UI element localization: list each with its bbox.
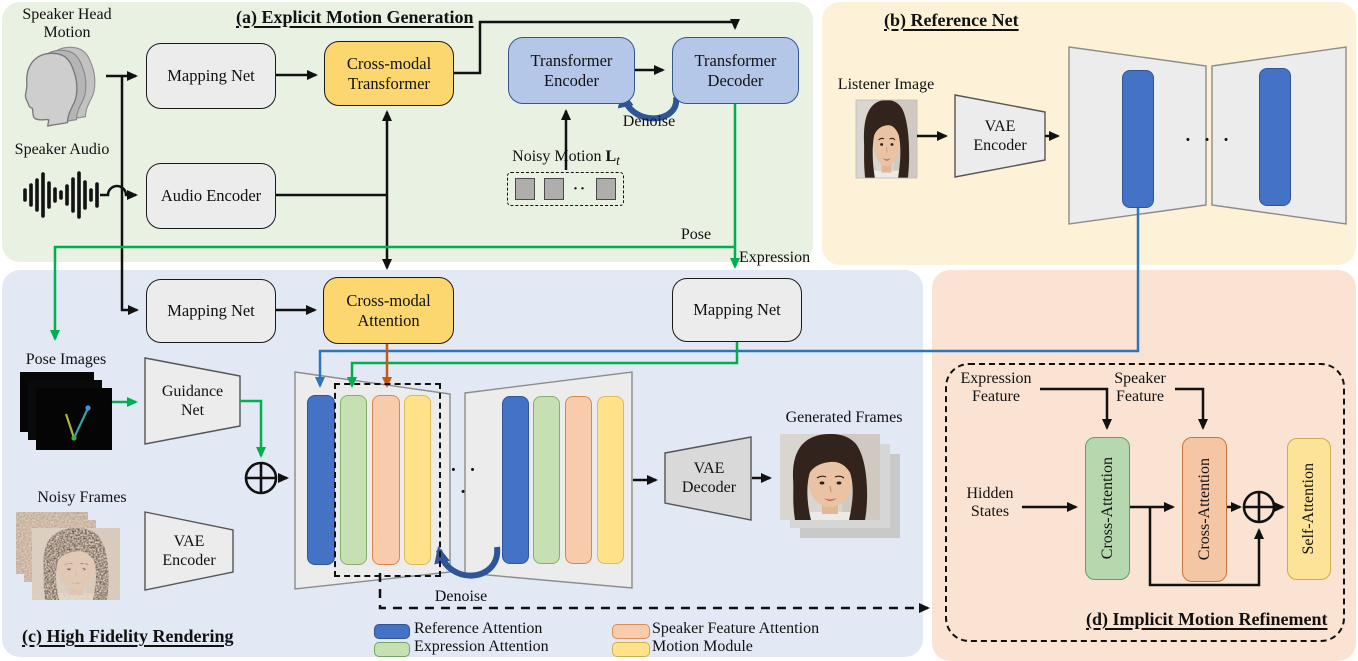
generated-frames-stack — [780, 434, 900, 538]
sum-operator-d — [1242, 490, 1276, 524]
speaker-feature-attention-bar — [565, 396, 592, 564]
refined-attention-dashed-box — [334, 383, 441, 577]
motion-module-bar — [597, 396, 624, 564]
vae-decoder-shape — [664, 436, 752, 521]
mapping-net-box-c-left: Mapping Net — [146, 279, 276, 343]
denoise-label-c: Denoise — [434, 588, 488, 605]
panel-c-title: (c) High Fidelity Rendering — [22, 626, 234, 646]
motion-token — [596, 178, 617, 200]
cross-attention-speaker-box: Cross-Attention — [1182, 437, 1227, 582]
mapping-net-box-a: Mapping Net — [146, 43, 276, 109]
expression-label: Expression — [739, 249, 811, 266]
vae-encoder-b-shape — [954, 94, 1046, 178]
panel-implicit-motion-refinement — [932, 270, 1356, 661]
panel-d-title: (d) Implicit Motion Refinement — [1086, 609, 1328, 629]
ellipsis: ·· — [573, 180, 588, 197]
motion-token — [515, 178, 535, 200]
wire-reference-feature — [315, 206, 1140, 388]
speaker-feature-attention-bar — [372, 395, 400, 565]
denoise-arc-c — [434, 546, 501, 579]
wire-hidden-states-dashed — [378, 573, 930, 613]
legend-label-reference: Reference Attention — [414, 620, 543, 637]
speaker-audio-waveform-icon — [23, 171, 99, 219]
black-wires — [100, 19, 1285, 587]
ellipsis-b: · · · — [1184, 130, 1234, 151]
panel-b-title: (b) Reference Net — [884, 10, 1019, 30]
reference-attention-bar — [307, 395, 335, 565]
noisy-motion-tokens: ·· — [507, 172, 624, 206]
expression-attention-bar — [533, 396, 560, 564]
noisy-frames-stack — [16, 512, 120, 600]
implicit-motion-refinement-dashed-border — [945, 363, 1345, 642]
listener-image-photo — [855, 99, 918, 179]
legend-swatch-speaker-feature — [612, 624, 650, 639]
guidance-net-shape — [144, 357, 241, 445]
expression-attention-bar — [340, 395, 367, 565]
pose-images-stack — [20, 372, 112, 450]
legend-label-motion-module: Motion Module — [652, 638, 753, 655]
denoise-label-a: Denoise — [622, 113, 676, 130]
reference-attention-bar — [502, 396, 529, 564]
legend-label-speaker-feature: Speaker Feature Attention — [652, 620, 820, 637]
panel-a-title: (a) Explicit Motion Generation — [236, 7, 474, 27]
legend-swatch-expression — [374, 642, 410, 657]
reference-attention-bar-b2 — [1259, 68, 1291, 206]
motion-token — [544, 178, 564, 200]
pose-images-label: Pose Images — [25, 351, 107, 368]
cross-attention-expression-box: Cross-Attention — [1085, 437, 1130, 580]
generated-frames-label: Generated Frames — [785, 409, 903, 426]
green-wires — [50, 103, 740, 458]
vae-encoder-c-shape — [144, 511, 234, 591]
noisy-motion-label: Noisy Motion Lt — [512, 148, 620, 169]
audio-encoder-box: Audio Encoder — [146, 163, 276, 229]
legend-swatch-motion-module — [612, 642, 650, 657]
denoise-arc-a — [617, 90, 680, 122]
pose-label: Pose — [680, 226, 712, 243]
motion-module-bar — [404, 395, 431, 565]
reference-attention-bar-b1 — [1122, 70, 1154, 208]
mapping-net-box-c-right: Mapping Net — [672, 278, 802, 342]
ellipsis-c: · · · — [450, 460, 480, 503]
noisy-frames-label: Noisy Frames — [37, 489, 127, 506]
legend-swatch-reference — [374, 624, 410, 639]
self-attention-box: Self-Attention — [1287, 438, 1331, 580]
speaker-audio-label: Speaker Audio — [14, 141, 110, 158]
sum-operator-c — [244, 461, 278, 495]
listener-image-label: Listener Image — [837, 76, 935, 93]
legend-label-expression: Expression Attention — [414, 638, 549, 655]
